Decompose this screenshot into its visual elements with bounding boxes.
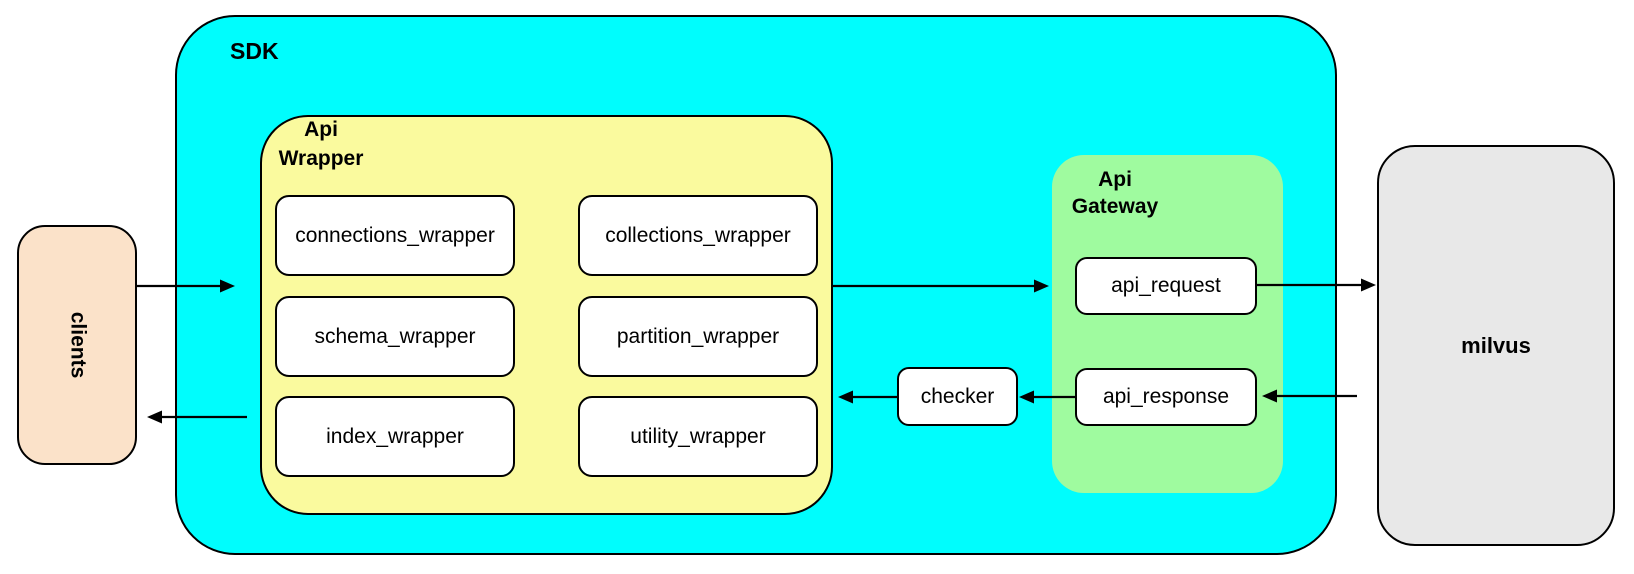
clients-label: clients <box>66 311 89 379</box>
partition-wrapper-label: partition_wrapper <box>616 324 780 348</box>
utility-wrapper-node: utility_wrapper <box>578 396 818 477</box>
collections-wrapper-node: collections_wrapper <box>578 195 818 276</box>
partition-wrapper-node: partition_wrapper <box>578 296 818 377</box>
connections-wrapper-node: connections_wrapper <box>275 195 515 276</box>
milvus-node: milvus <box>1377 145 1615 546</box>
index-wrapper-node: index_wrapper <box>275 396 515 477</box>
api-request-label: api_request <box>1111 274 1221 297</box>
schema-wrapper-node: schema_wrapper <box>275 296 515 377</box>
api-response-label: api_response <box>1102 385 1230 408</box>
api-request-node: api_request <box>1075 257 1257 315</box>
milvus-label: milvus <box>1461 332 1531 358</box>
api-response-node: api_response <box>1075 368 1257 426</box>
api-wrapper-label: Api Wrapper <box>278 118 364 170</box>
clients-node: clients <box>17 225 137 465</box>
sdk-label: SDK <box>230 38 279 64</box>
checker-node: checker <box>897 367 1018 426</box>
api-gateway-container <box>1052 155 1283 493</box>
api-gateway-label: Api Gateway <box>1071 168 1159 219</box>
checker-label: checker <box>920 384 995 408</box>
collections-wrapper-label: collections_wrapper <box>605 223 791 247</box>
schema-wrapper-label: schema_wrapper <box>314 324 476 348</box>
utility-wrapper-label: utility_wrapper <box>630 424 766 448</box>
index-wrapper-label: index_wrapper <box>326 424 464 448</box>
connections-wrapper-label: connections_wrapper <box>295 223 495 247</box>
